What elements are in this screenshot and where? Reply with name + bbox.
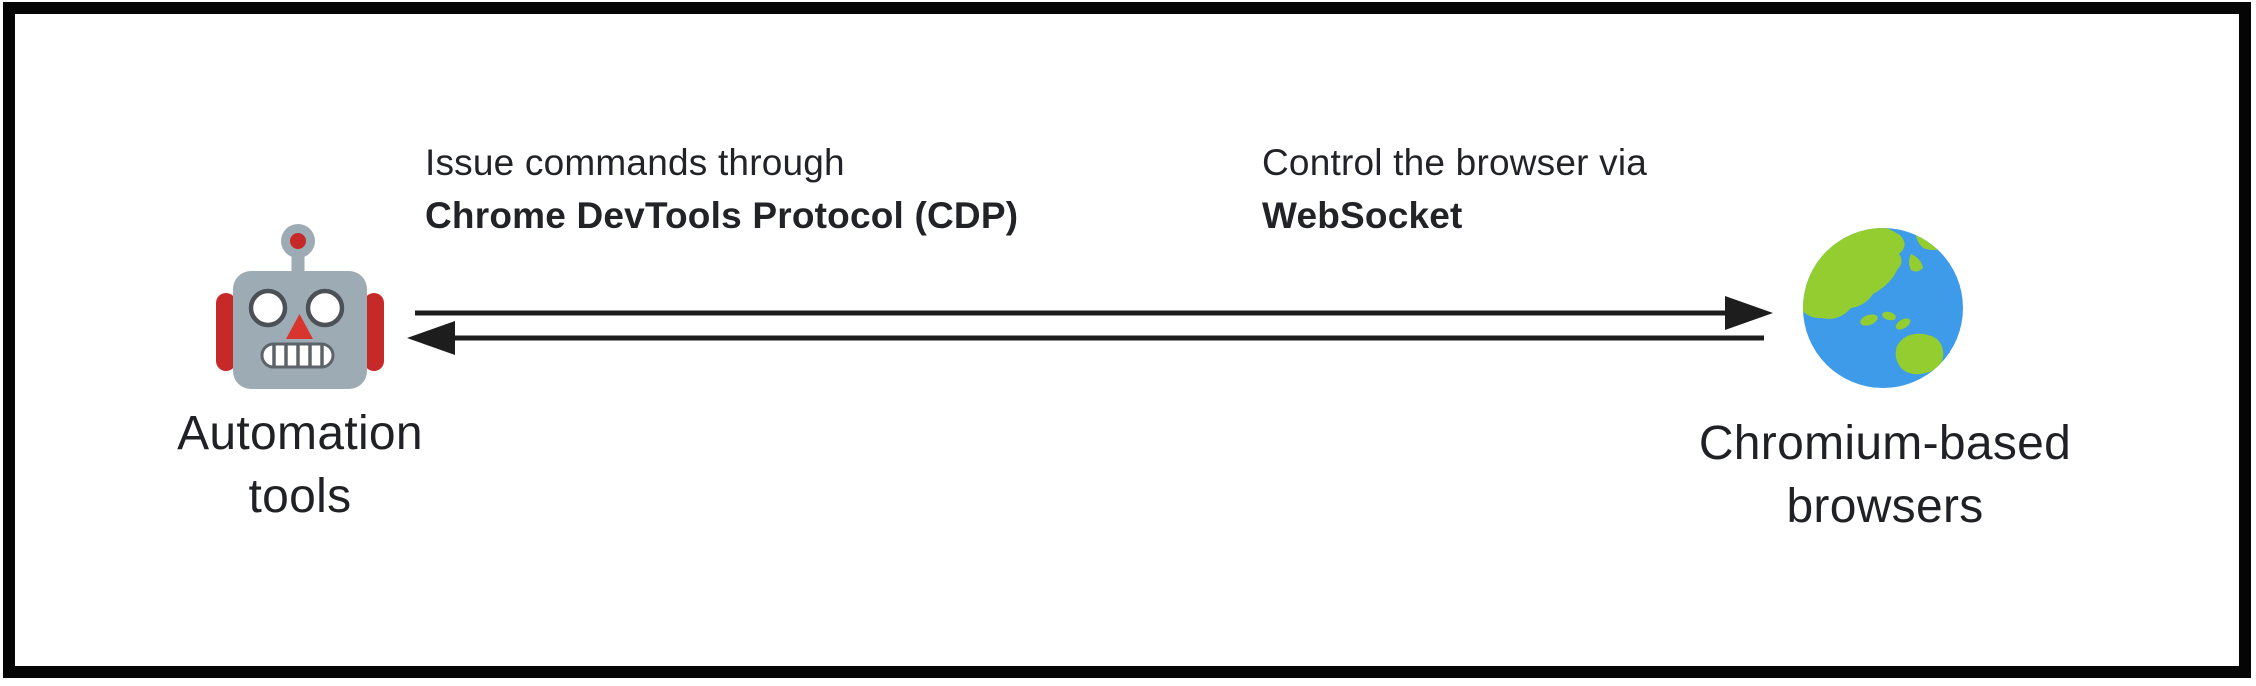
edge-label-websocket-line2: WebSocket [1262,195,1463,236]
automation-tools-caption-line1: Automation [177,407,423,460]
automation-tools-caption-line2: tools [248,470,352,523]
chromium-browsers-caption-line1: Chromium-based [1698,417,2072,470]
edge-label-cdp: Issue commands through Chrome DevTools P… [425,136,1018,242]
arrow-forward-icon [415,296,1773,330]
chromium-browsers-caption-line2: browsers [1786,480,1984,533]
edge-label-cdp-line2: Chrome DevTools Protocol (CDP) [425,195,1019,236]
edge-label-cdp-line1: Issue commands through [425,142,845,183]
arrow-backward-icon [407,321,1764,355]
chromium-browsers-caption: Chromium-based browsers [1660,412,2110,538]
robot-face-icon [216,224,384,389]
edge-label-websocket-line1: Control the browser via [1262,142,1648,183]
automation-tools-caption: Automation tools [75,402,525,528]
globe-asia-australia-icon [1803,228,1963,388]
edge-label-websocket: Control the browser via WebSocket [1262,136,1647,242]
